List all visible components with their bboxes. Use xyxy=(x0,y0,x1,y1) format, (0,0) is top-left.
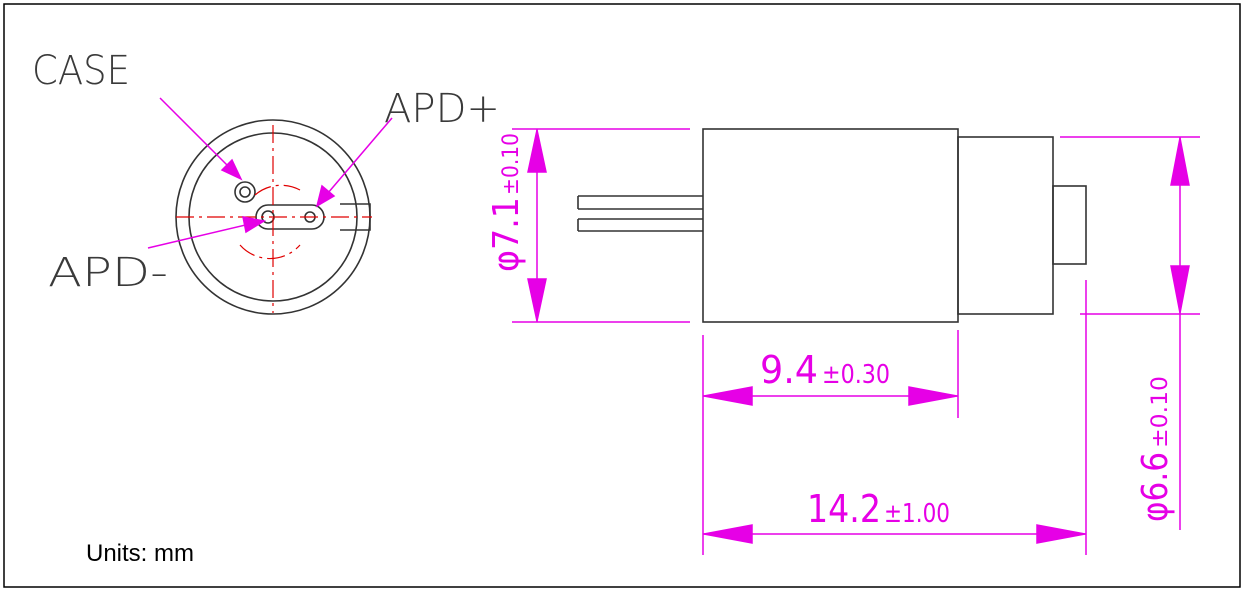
dim-diameter-cap: φ6.6 ±0.10 xyxy=(1135,376,1176,522)
case-label: CASE xyxy=(32,48,130,94)
len94-arrow-right xyxy=(908,386,958,406)
centerlines xyxy=(176,125,372,313)
cap-section xyxy=(957,136,1054,315)
dim-diameter-cap-main: φ6.6 xyxy=(1135,452,1176,522)
dim-length-body-tol: ±0.30 xyxy=(822,360,890,390)
apd-minus-label: APD- xyxy=(48,250,168,296)
dia66-arrow-top xyxy=(1170,137,1190,186)
dim-length-total-main: 14.2 xyxy=(807,487,881,531)
window xyxy=(1052,185,1087,265)
dim-length-body: 9.4 ±0.30 xyxy=(760,348,890,392)
dim-length-total-tol: ±1.00 xyxy=(884,499,950,529)
dim-length-body-main: 9.4 xyxy=(760,348,818,392)
dim-diameter-body-tol: ±0.10 xyxy=(499,133,524,195)
apd-minus-leader-arrow xyxy=(242,216,267,234)
side-view xyxy=(577,128,1087,323)
len94-arrow-left xyxy=(703,386,753,406)
dim-diameter-body: φ7.1 ±0.10 xyxy=(486,133,527,272)
dimension-lines xyxy=(512,128,1200,555)
main-body xyxy=(702,128,959,323)
dim-length-total: 14.2 ±1.00 xyxy=(807,487,950,531)
case-pin-outer xyxy=(234,181,256,203)
units-note: Units: mm xyxy=(86,540,194,567)
pin-slot xyxy=(255,204,325,230)
dia71-arrow-top xyxy=(527,129,547,173)
case-pin-inner xyxy=(239,186,251,198)
leader-lines xyxy=(147,97,393,249)
frame-border xyxy=(3,3,1241,588)
case-leader-arrow xyxy=(220,158,243,181)
apd-plus-label: APD+ xyxy=(384,86,500,132)
dia66-arrow-bottom xyxy=(1170,265,1190,314)
len142-arrow-right xyxy=(1036,524,1086,544)
dim-diameter-cap-tol: ±0.10 xyxy=(1148,376,1173,448)
apd-plus-leader-arrow xyxy=(315,184,336,208)
dim-diameter-body-main: φ7.1 xyxy=(486,197,527,272)
dia71-arrow-bottom xyxy=(527,278,547,322)
len142-arrow-left xyxy=(703,524,753,544)
